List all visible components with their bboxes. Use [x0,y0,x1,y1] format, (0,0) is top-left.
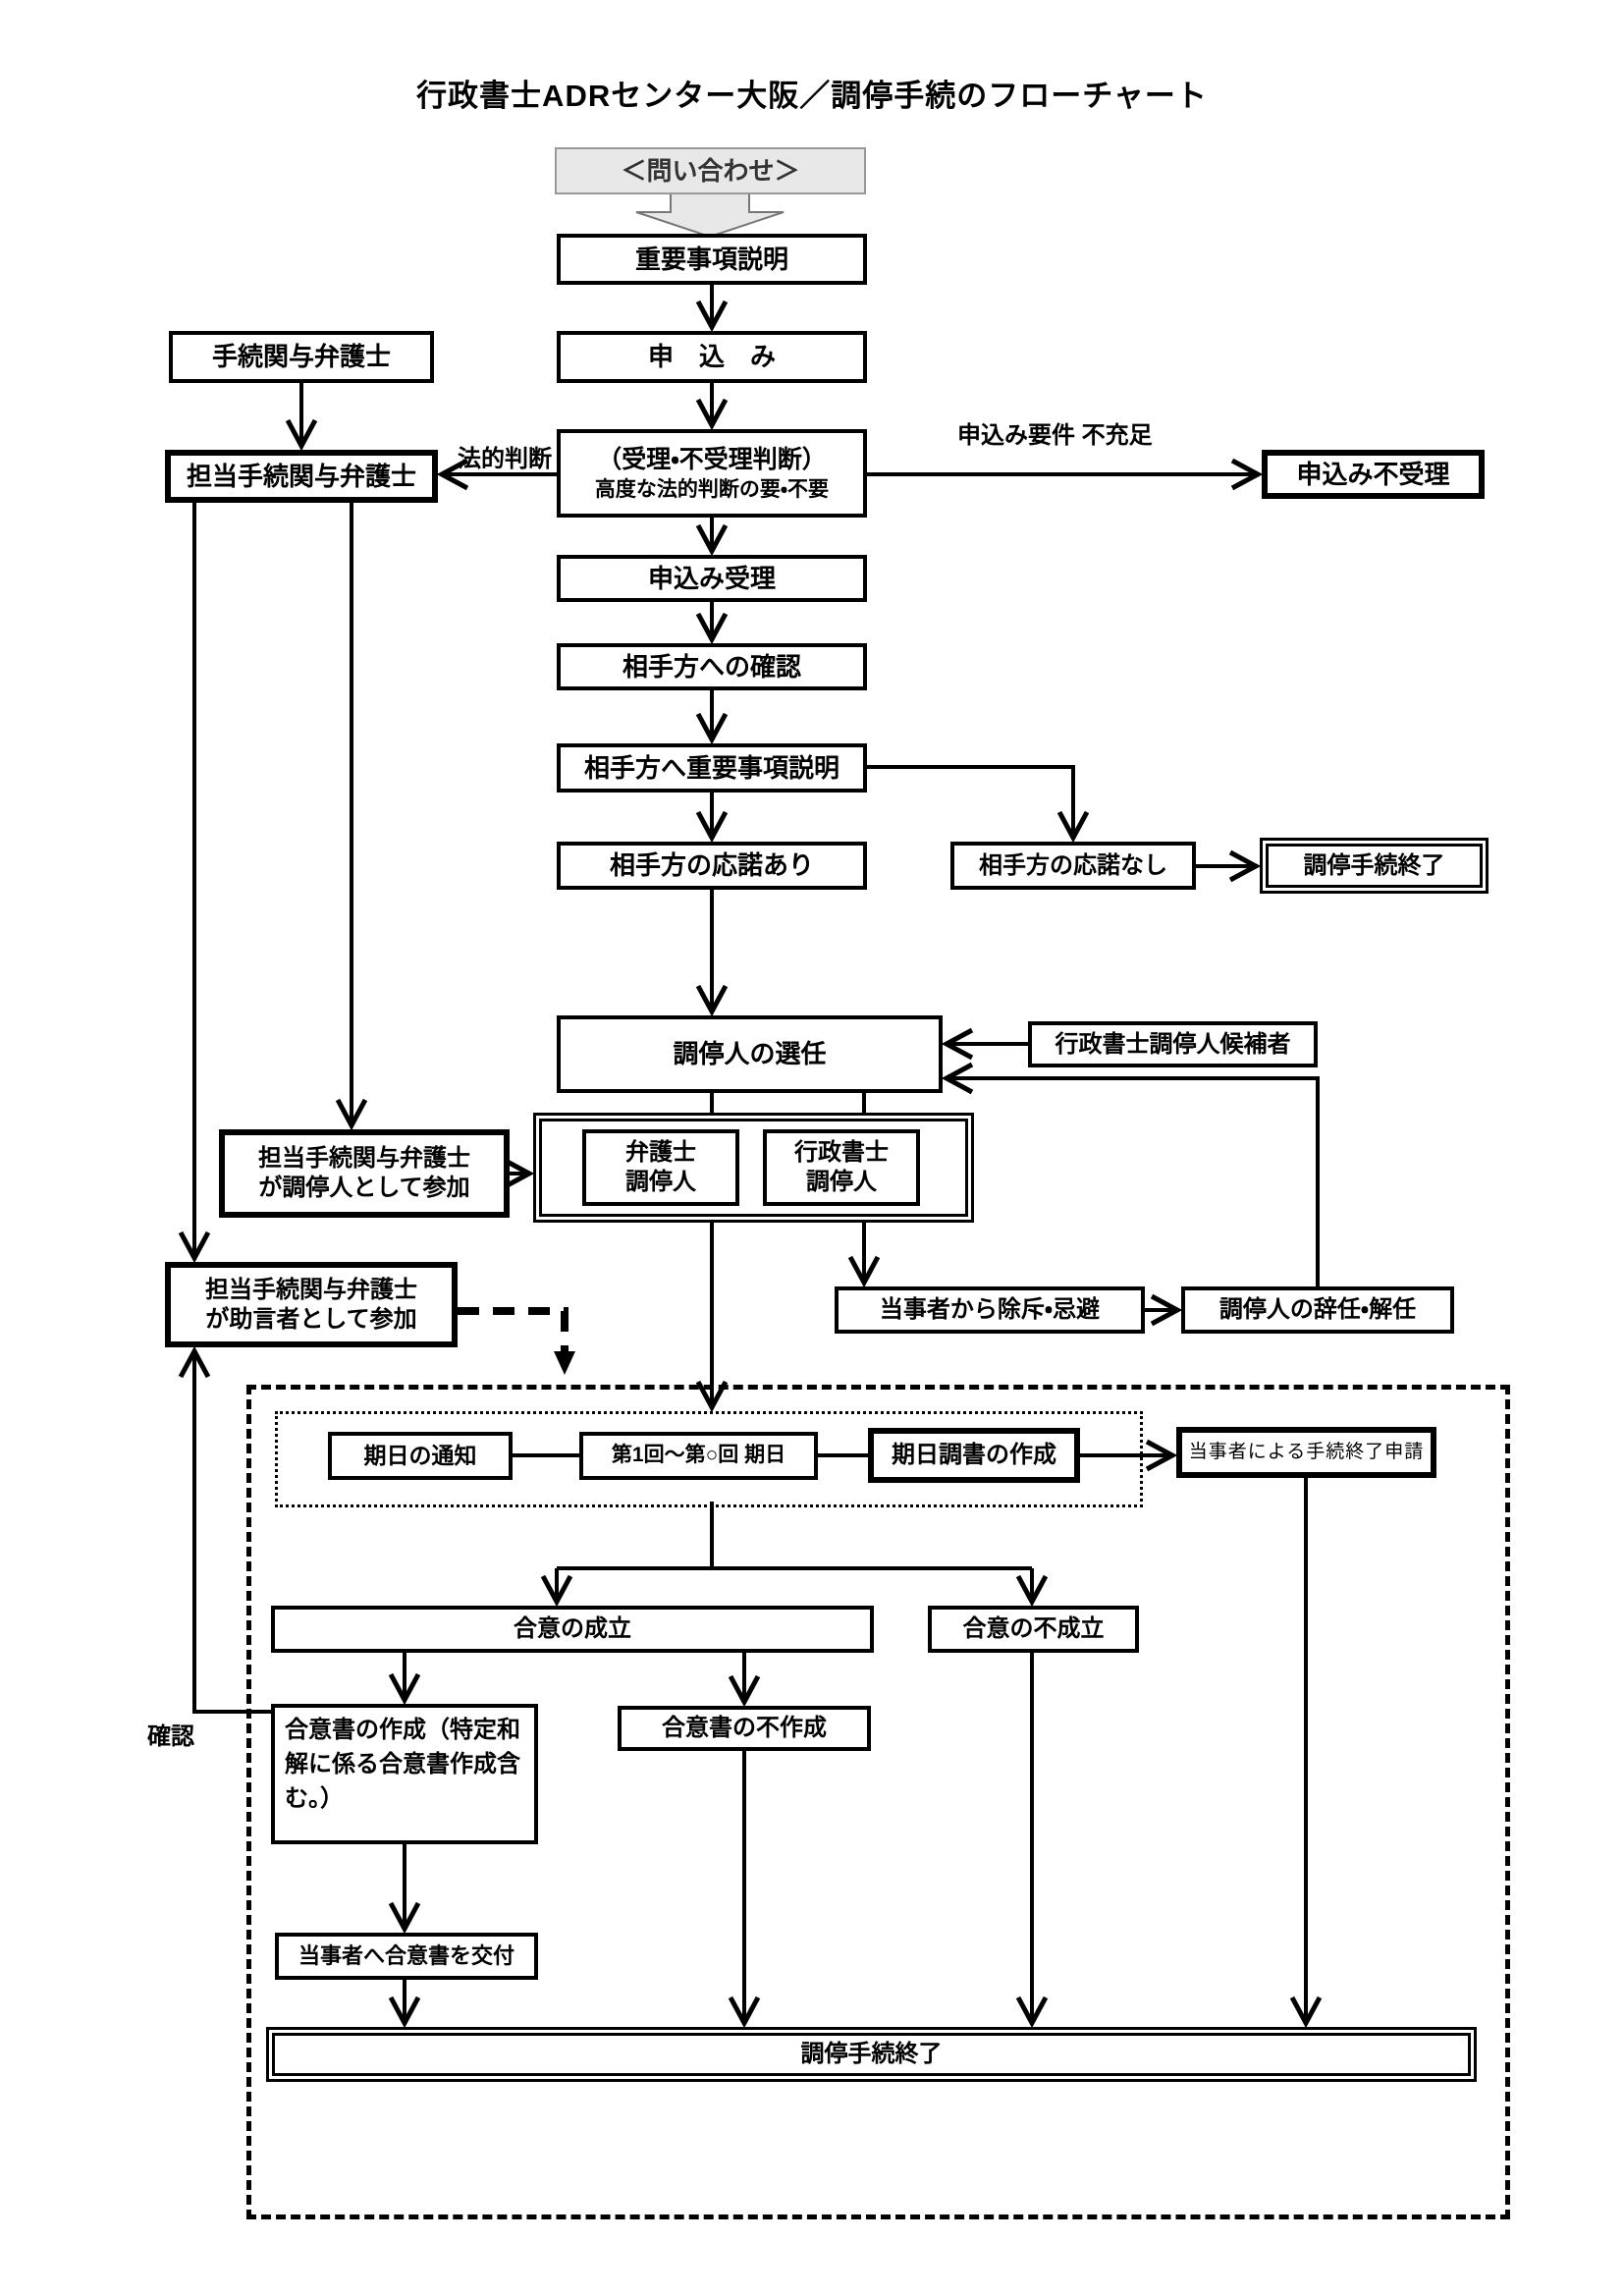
node-important-matters: 重要事項説明 [557,234,867,285]
node-label: 調停手続終了 [1303,851,1445,879]
node-agreement-doc: 合意書の作成（特定和解に係る合意書作成含む。） [271,1704,538,1844]
node-procedural-lawyer: 手続関与弁護士 [169,331,434,383]
edges [178,285,1323,2029]
node-label: 弁護士 調停人 [625,1139,696,1195]
node-procedure-end-2: 調停手続終了 [266,2027,1477,2082]
node-consent-no: 相手方の応諾なし [950,842,1196,890]
node-label: 申 込 み [647,342,776,372]
node-label: 期日の通知 [363,1443,477,1469]
node-label: 合意書の作成（特定和解に係る合意書作成含む。） [285,1717,520,1812]
node-label: 合意書の不作成 [662,1715,827,1741]
node-label: 調停人の辞任・解任 [1218,1296,1417,1323]
node-sessions: 第1回～第○回 期日 [579,1432,818,1480]
node-date-notice: 期日の通知 [328,1432,513,1480]
node-lawyer-as-mediator: 担当手続関与弁護士 が調停人として参加 [219,1129,510,1218]
node-label: 相手方の応諾あり [609,850,814,881]
node-lawyer-as-advisor: 担当手続関与弁護士 が助言者として参加 [165,1262,458,1347]
node-inquiry: ＜問い合わせ＞ [555,147,866,194]
node-label: 申込み不受理 [1296,459,1450,489]
node-consent-yes: 相手方の応諾あり [557,842,867,890]
node-mediator-selection: 調停人の選任 [557,1015,943,1093]
node-label: 行政書士 調停人 [794,1139,889,1195]
node-confirm-other-party: 相手方への確認 [557,643,867,690]
node-label: 合意の成立 [514,1615,631,1642]
node-label: 当事者による手続終了申請 [1188,1442,1425,1463]
page-title: 行政書士ADRセンター大阪／調停手続のフローチャート [416,79,1208,113]
node-mediator-candidates: 行政書士調停人候補者 [1028,1021,1318,1067]
node-label: 相手方への確認 [622,651,801,682]
node-no-doc: 合意書の不作成 [618,1706,871,1751]
session-group-frame [275,1411,1143,1507]
mediation-phase-frame [246,1385,1510,2219]
node-application: 申 込 み [557,331,867,383]
node-label: 手続関与弁護士 [211,342,391,372]
node-explain-other-party: 相手方へ重要事項説明 [557,743,867,793]
node-label: 申込み受理 [647,563,776,593]
node-application-accepted: 申込み受理 [557,555,867,602]
node-assigned-lawyer: 担当手続関与弁護士 [165,450,438,503]
edge-label-confirm: 確認 [147,1723,194,1750]
node-deliver-doc: 当事者へ合意書を交付 [275,1933,538,1980]
node-label: （受理・不受理判断） [597,445,827,473]
node-label: 担当手続関与弁護士 が助言者として参加 [205,1276,417,1333]
node-label: 当事者から除斥・忌避 [879,1296,1101,1323]
node-label: 調停人の選任 [673,1039,827,1069]
node-label: 相手方の応諾なし [979,851,1167,879]
node-label: 担当手続関与弁護士 が調停人として参加 [258,1145,470,1201]
edge-label-insufficient: 申込み要件 不充足 [957,422,1153,449]
edge-label-legal-judgement: 法的判断 [458,446,552,472]
node-label: 重要事項説明 [634,244,788,274]
node-party-request: 当事者による手続終了申請 [1176,1427,1436,1478]
node-gyosei-mediator: 行政書士 調停人 [763,1129,920,1206]
node-procedure-end-1: 調停手続終了 [1260,838,1489,894]
node-label: 当事者へ合意書を交付 [298,1943,514,1969]
down-block-arrow-icon [635,192,785,239]
node-no-agreement: 合意の不成立 [928,1606,1139,1653]
node-label: 行政書士調停人候補者 [1055,1030,1291,1058]
node-challenge: 当事者から除斥・忌避 [835,1286,1145,1334]
node-resignation: 調停人の辞任・解任 [1181,1286,1454,1334]
node-acceptance-judgement: （受理・不受理判断） 高度な法的判断の要・不要 [557,429,867,518]
node-label: 合意の不成立 [962,1615,1105,1642]
node-label: ＜問い合わせ＞ [621,155,800,186]
node-label: 担当手続関与弁護士 [186,461,416,491]
node-label: 相手方へ重要事項説明 [583,752,839,783]
node-agreement: 合意の成立 [271,1606,874,1653]
node-record: 期日調書の作成 [868,1428,1080,1483]
node-lawyer-mediator: 弁護士 調停人 [582,1129,739,1206]
node-label: 期日調書の作成 [892,1442,1056,1468]
node-application-rejected: 申込み不受理 [1262,450,1485,499]
node-sublabel: 高度な法的判断の要・不要 [594,478,830,502]
node-label: 第1回～第○回 期日 [611,1444,786,1467]
node-label: 調停手続終了 [800,2041,943,2067]
